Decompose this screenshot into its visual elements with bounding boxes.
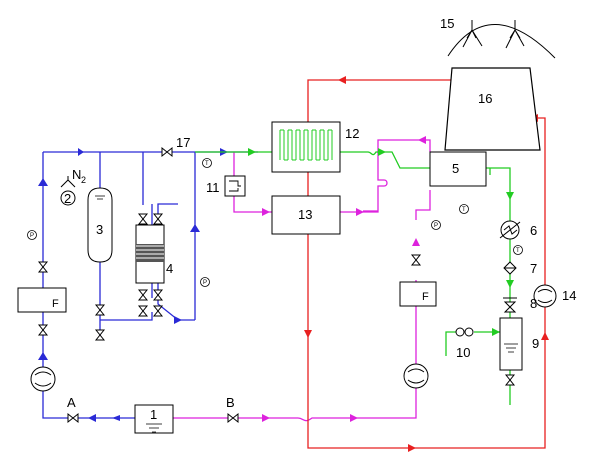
magenta-arrows — [262, 136, 426, 422]
pressure-gauge-column: P — [200, 277, 210, 287]
point-a-label: A — [67, 395, 76, 410]
pump-right — [403, 363, 429, 389]
heat-exchanger-12 — [271, 121, 341, 173]
label-17: 17 — [176, 135, 190, 150]
label-6: 6 — [530, 223, 537, 238]
cooling-tower-16: 16 — [444, 67, 541, 151]
pressure-gauge-column-label: P — [203, 280, 207, 286]
blue-arrows — [38, 148, 228, 422]
label-n2: N — [72, 167, 81, 182]
tank-9 — [499, 317, 523, 371]
label-11: 11 — [206, 180, 220, 195]
flowmeter-left: F — [17, 287, 67, 313]
spray-nozzles-15 — [447, 20, 556, 59]
label-15: 15 — [440, 16, 454, 31]
green-arrows — [248, 148, 514, 336]
pressure-gauge-left-label: P — [30, 233, 34, 239]
pressure-gauge-magenta-label: P — [434, 223, 438, 229]
label-5: 5 — [452, 161, 459, 176]
temperature-sensor-blue-label: T — [205, 161, 209, 167]
temperature-sensor-magenta-label: T — [462, 207, 466, 213]
n2-bottle-2 — [60, 176, 76, 206]
filter-7 — [503, 261, 517, 275]
temperature-sensor-green: T — [513, 245, 523, 255]
flowmeter-left-label: F — [52, 298, 59, 310]
valve-8 — [503, 297, 517, 313]
device-10 — [455, 327, 474, 337]
label-3: 3 — [96, 222, 103, 237]
label-2: 2 — [64, 191, 71, 206]
label-13: 13 — [298, 207, 312, 222]
label-12: 12 — [345, 126, 359, 141]
device-11: 11 — [206, 175, 246, 197]
label-n2-subscript: 2 — [81, 175, 86, 185]
pressure-gauge-magenta: P — [431, 220, 441, 230]
label-8: 8 — [530, 296, 537, 311]
tank-1: 1 — [134, 404, 174, 434]
pressure-gauge-left: P — [27, 230, 37, 240]
label-1: 1 — [150, 407, 157, 422]
label-14: 14 — [562, 288, 576, 303]
temperature-sensor-green-label: T — [516, 248, 520, 254]
label-7: 7 — [530, 261, 537, 276]
column-4: 4 — [135, 224, 173, 284]
point-b-label: B — [226, 395, 235, 410]
temperature-sensor-magenta: T — [459, 204, 469, 214]
flowmeter-right: F — [399, 281, 437, 307]
heat-exchanger-6 — [499, 220, 521, 240]
flowmeter-right-label: F — [422, 291, 429, 303]
tank-3: 3 — [87, 187, 113, 263]
unit-13: 13 — [271, 195, 341, 235]
magenta-loop — [173, 139, 431, 422]
label-4: 4 — [166, 261, 173, 276]
pump-left — [30, 366, 56, 392]
pump-14 — [533, 284, 557, 308]
label-10: 10 — [456, 345, 470, 360]
label-16: 16 — [478, 91, 492, 106]
unit-5: 5 — [429, 151, 487, 187]
label-9: 9 — [532, 336, 539, 351]
valves — [37, 146, 516, 424]
temperature-sensor-blue: T — [202, 158, 212, 168]
